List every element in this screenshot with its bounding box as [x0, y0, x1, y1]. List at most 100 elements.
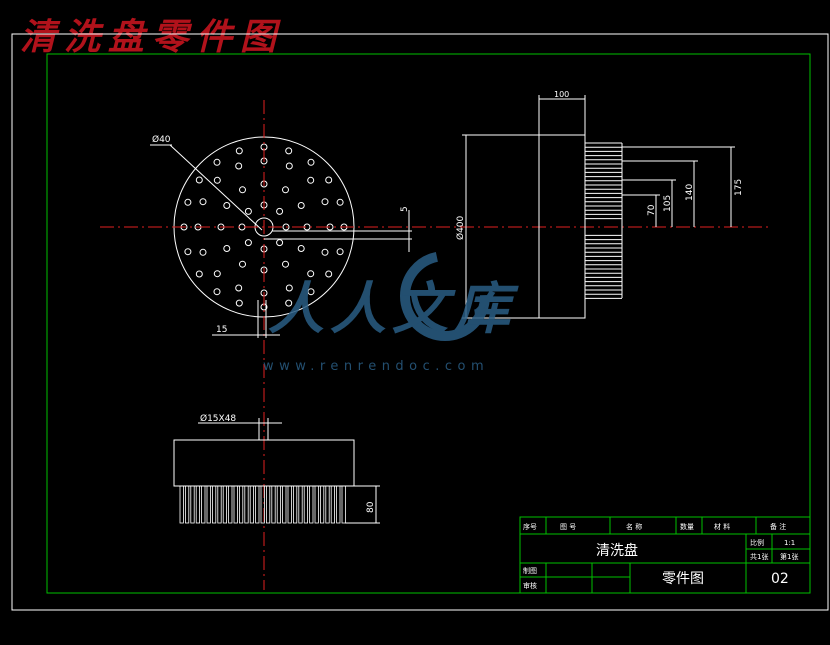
bottom-bristle	[314, 485, 319, 524]
side-bristles	[585, 142, 623, 299]
page-title: 清洗盘零件图	[20, 16, 285, 58]
bottom-bristle	[190, 485, 195, 524]
tb-scale-value: 1:1	[784, 539, 795, 547]
dim-15: 15	[216, 325, 227, 335]
tb-drawing-number: 02	[771, 571, 789, 587]
bristle-hole	[282, 223, 290, 231]
tb-header-qty: 数量	[680, 522, 694, 531]
bottom-bristle	[228, 485, 233, 524]
bristle-hole	[282, 186, 289, 194]
dim-5: 5	[400, 206, 410, 212]
bottom-bristle	[325, 485, 330, 524]
bristle-hole	[235, 284, 243, 292]
bottom-bristle	[341, 485, 346, 524]
bristle-hole	[199, 198, 207, 206]
bristle-hole	[184, 248, 192, 256]
bristle-hole	[307, 158, 315, 166]
dim-70: 70	[647, 204, 657, 216]
bottom-bristle	[265, 485, 271, 524]
bristle-hole	[276, 239, 284, 247]
bottom-bristle	[233, 485, 238, 524]
bristle-hole	[235, 299, 243, 307]
side-view: 100 Ø400 175 140 105 70	[455, 90, 744, 319]
bottom-bristle	[179, 485, 184, 524]
top-view: Ø40 5 15	[100, 100, 770, 590]
bristle-hole	[195, 176, 203, 184]
bristle-hole	[223, 202, 231, 209]
bristle-hole	[325, 176, 333, 184]
watermark-brand: 人人文库	[268, 277, 519, 342]
bristle-hole	[184, 198, 192, 206]
title-block-frame	[519, 516, 811, 594]
dim-105: 105	[663, 195, 673, 212]
bristle-hole	[276, 207, 284, 215]
bristle-hole	[195, 270, 203, 278]
disc-body	[538, 134, 586, 319]
bottom-bristle	[292, 485, 298, 524]
bristle-hole	[307, 288, 315, 296]
bristle-hole	[239, 186, 246, 194]
bottom-bristle	[222, 485, 227, 524]
bottom-bristle	[206, 485, 211, 524]
bristle-hole	[213, 288, 221, 296]
inner-frame	[46, 53, 811, 594]
bristle-hole	[321, 198, 329, 206]
tb-header-remark: 备 注	[770, 522, 786, 531]
bristle-hole	[244, 239, 252, 247]
bristle-hole	[213, 176, 221, 184]
tb-header-drawing-no: 图 号	[560, 523, 576, 531]
bristle-hole	[321, 248, 329, 256]
bristle-hole	[223, 245, 231, 252]
bristle-hole	[239, 260, 246, 268]
bristle-hole	[285, 284, 293, 292]
dim-100: 100	[554, 90, 569, 99]
bottom-bristle	[184, 485, 190, 524]
tb-sheet-value: 第1张	[780, 552, 798, 561]
bristle-hole	[244, 207, 252, 215]
bristle-hole	[213, 270, 221, 278]
bottom-bristle	[303, 485, 309, 524]
bottom-bristle	[249, 485, 254, 524]
bristle-hole	[235, 147, 243, 155]
dim-80: 80	[366, 501, 376, 513]
dim-bristle: Ø15X48	[200, 413, 236, 424]
watermark-url: www.renrendoc.com	[263, 359, 489, 374]
tb-header-material: 材 料	[714, 522, 730, 531]
bottom-bristle	[201, 485, 206, 524]
bottom-bristle	[309, 485, 314, 524]
bottom-bristle	[330, 485, 336, 524]
bristle-hole	[325, 270, 333, 278]
tb-drawn-by: 制图	[523, 566, 537, 575]
bristle-hole	[336, 248, 344, 256]
leader-hole-dia	[169, 144, 263, 231]
bottom-bristle	[298, 485, 303, 524]
bottom-bristle	[336, 485, 341, 524]
tb-header-index: 序号	[523, 522, 537, 531]
tb-drawing-type: 零件图	[662, 571, 704, 587]
bottom-bristle	[271, 485, 276, 524]
bristle-hole	[297, 245, 305, 252]
bristle-hole	[199, 248, 207, 256]
tb-sheet-label: 共1张	[750, 552, 768, 561]
outer-frame	[11, 33, 829, 611]
bottom-bristle	[260, 485, 265, 524]
tb-checked-by: 审核	[523, 581, 537, 590]
bristle-hole	[285, 147, 293, 155]
bottom-bristle	[287, 485, 292, 524]
bottom-bristle	[319, 485, 325, 524]
bristle-hole	[297, 202, 305, 209]
bottom-bristle	[282, 485, 287, 524]
dim-175: 175	[734, 179, 744, 196]
dim-hole-dia: Ø40	[152, 134, 171, 145]
tb-scale-label: 比例	[750, 538, 764, 547]
tb-header-name: 名 称	[626, 522, 642, 531]
bottom-bristles	[179, 485, 346, 524]
bottom-bristle	[244, 485, 249, 524]
dim-140: 140	[685, 184, 695, 201]
bottom-bristle	[276, 485, 282, 524]
dim-400: Ø400	[455, 215, 466, 240]
bristle-hole	[213, 158, 221, 166]
watermark: 人人文库 www.renrendoc.com	[263, 251, 519, 374]
